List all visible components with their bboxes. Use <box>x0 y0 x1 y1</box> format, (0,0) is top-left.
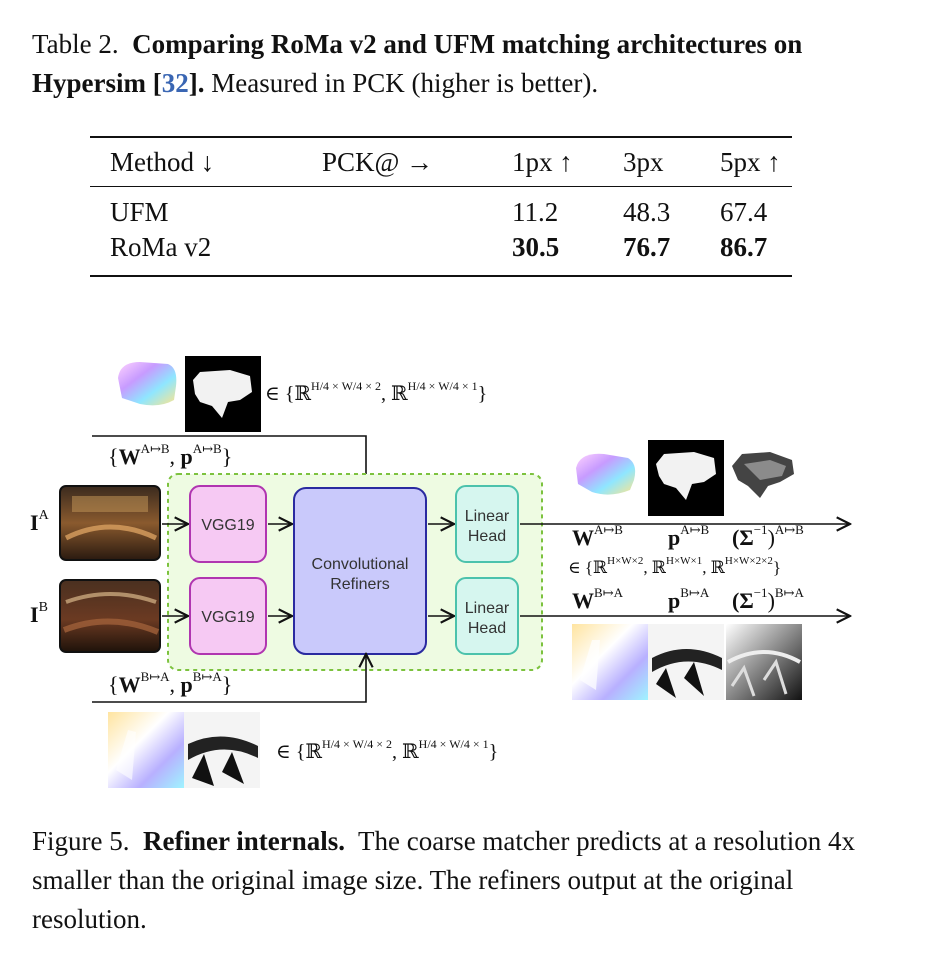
figure-label: Figure 5. <box>32 826 130 856</box>
vgg19-block-bottom: VGG19 <box>189 577 267 655</box>
table-label: Table 2. <box>32 29 119 59</box>
output-uncertainty-thumbnail-top <box>732 452 794 498</box>
table-header-row: Method ↓ PCK@ → 1px ↑ 3px 5px ↑ <box>90 137 792 187</box>
output-top-precision-label: (Σ−1)A↦B <box>732 522 804 550</box>
svg-text:Linear: Linear <box>465 508 510 525</box>
input-image-b <box>59 579 161 653</box>
row-empty-cell <box>322 187 512 231</box>
row-value-3px: 76.7 <box>623 232 671 262</box>
table-title: Comparing RoMa v2 and UFM matching archi… <box>32 29 803 98</box>
coarse-bottom-arrow <box>92 654 366 703</box>
coarse-flow-thumbnail-bottom <box>108 712 184 788</box>
header-method: Method ↓ <box>110 147 215 177</box>
figure-title: Refiner internals. <box>143 826 345 856</box>
coarse-mask-thumbnail-top <box>185 356 261 432</box>
svg-text:Linear: Linear <box>465 600 510 617</box>
output-bottom-warp-label: WB↦A <box>572 585 624 613</box>
table-caption-text: Measured in PCK (higher is better). <box>211 68 599 98</box>
svg-text:Head: Head <box>468 620 506 637</box>
output-top-certainty-label: pA↦B <box>668 522 710 550</box>
coarse-top-shape-label: ∈ {ℝH/4 × W/4 × 2, ℝH/4 × W/4 × 1} <box>265 379 487 405</box>
linear-head-top: Linear Head <box>455 485 519 563</box>
coarse-top-label: {WA↦B, pA↦B} <box>108 441 232 469</box>
output-mask-thumbnail-bottom <box>648 624 724 700</box>
header-pck: PCK@ → <box>322 147 434 177</box>
coarse-top-arrow <box>92 435 366 488</box>
header-5px: 5px ↑ <box>720 147 781 177</box>
row-empty-cell <box>322 230 512 276</box>
output-bottom-precision-label: (Σ−1)B↦A <box>732 585 804 613</box>
coarse-bottom-label: {WB↦A, pB↦A} <box>108 669 232 697</box>
output-top-warp-label: WA↦B <box>572 522 623 550</box>
row-value-3px: 48.3 <box>623 197 671 227</box>
table-row: RoMa v2 30.5 76.7 86.7 <box>90 230 792 276</box>
header-1px: 1px ↑ <box>512 147 573 177</box>
header-3px: 3px <box>623 147 664 177</box>
output-bottom-certainty-label: pB↦A <box>668 585 710 613</box>
figure-caption: Figure 5. Refiner internals. The coarse … <box>32 822 880 939</box>
results-table: Method ↓ PCK@ → 1px ↑ 3px 5px ↑ UFM 11.2… <box>90 136 792 277</box>
coarse-mask-thumbnail-bottom <box>184 712 260 788</box>
figure-caption-text: The coarse matcher predicts at a resolut… <box>32 826 856 934</box>
vgg19-block-top: VGG19 <box>189 485 267 563</box>
convolutional-refiners-block: Convolutional Refiners <box>293 487 427 655</box>
svg-text:VGG19: VGG19 <box>201 517 254 534</box>
output-flow-thumbnail-top <box>576 453 636 495</box>
output-flow-thumbnail-bottom <box>572 624 648 700</box>
input-b-label: IB <box>30 600 48 627</box>
linear-head-bottom: Linear Head <box>455 577 519 655</box>
row-value-1px: 30.5 <box>512 232 560 262</box>
output-mask-thumbnail-top <box>648 440 724 516</box>
row-value-5px: 86.7 <box>720 232 768 262</box>
input-a-label: IA <box>30 508 50 535</box>
input-image-a <box>59 485 161 561</box>
coarse-bottom-shape-label: ∈ {ℝH/4 × W/4 × 2, ℝH/4 × W/4 × 1} <box>276 737 498 763</box>
svg-text:VGG19: VGG19 <box>201 609 254 626</box>
output-uncertainty-thumbnail-bottom <box>726 624 802 700</box>
refiner-architecture-diagram: ∈ {ℝH/4 × W/4 × 2, ℝH/4 × W/4 × 1} {WA↦B… <box>30 356 936 788</box>
output-shape-label: ∈ {ℝH×W×2, ℝH×W×1, ℝH×W×2×2} <box>568 555 781 577</box>
row-method: UFM <box>110 197 169 227</box>
row-value-5px: 67.4 <box>720 197 768 227</box>
table-caption: Table 2. Comparing RoMa v2 and UFM match… <box>32 25 880 103</box>
citation-link[interactable]: 32 <box>161 68 189 98</box>
table-title-end: ]. <box>188 68 205 98</box>
table-row: UFM 11.2 48.3 67.4 <box>90 187 792 231</box>
coarse-flow-thumbnail-top <box>118 362 177 406</box>
row-method: RoMa v2 <box>110 232 212 262</box>
svg-text:Head: Head <box>468 528 506 545</box>
svg-text:Convolutional: Convolutional <box>312 556 409 573</box>
svg-text:Refiners: Refiners <box>330 576 390 593</box>
row-value-1px: 11.2 <box>512 197 559 227</box>
